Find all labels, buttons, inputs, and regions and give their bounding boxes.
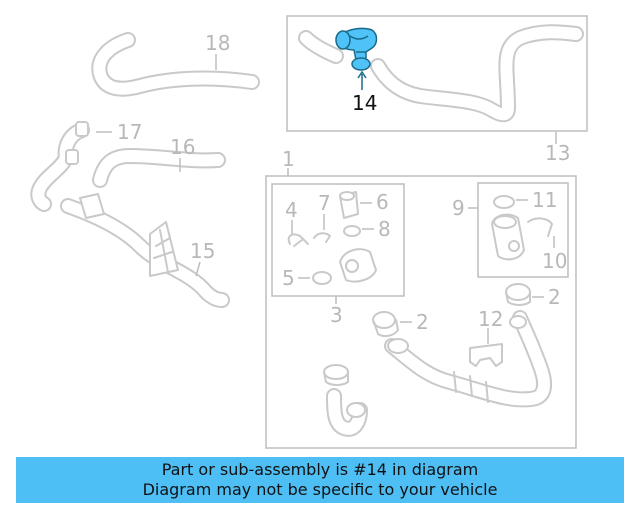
- assembly-1-box: 1: [265, 147, 577, 449]
- callout-16: 16: [170, 135, 195, 159]
- callout-13: 13: [545, 141, 570, 165]
- callout-15: 15: [190, 239, 215, 263]
- part-15-pipe: 15: [60, 193, 230, 308]
- callout-17: 17: [117, 120, 142, 144]
- part-elbow-hose: [323, 364, 368, 437]
- callout-14: 14: [352, 91, 377, 115]
- info-banner: Part or sub-assembly is #14 in diagram D…: [16, 457, 624, 503]
- callout-2-left: 2: [416, 310, 429, 334]
- callout-11: 11: [532, 188, 557, 212]
- callout-2-right: 2: [548, 285, 561, 309]
- callout-9: 9: [452, 196, 465, 220]
- banner-line-1: Part or sub-assembly is #14 in diagram: [161, 460, 479, 479]
- subassembly-9-box: 9 11 10: [452, 182, 569, 278]
- callout-5: 5: [282, 266, 295, 290]
- callout-10: 10: [542, 249, 567, 273]
- callout-7: 7: [318, 191, 331, 215]
- part-16-hose: 16: [92, 135, 226, 188]
- callout-3: 3: [330, 303, 343, 327]
- group-13-box: 13: [286, 15, 588, 165]
- callout-18: 18: [205, 31, 230, 55]
- part-17-hose: 17: [30, 120, 142, 212]
- part-14-fitting: 14: [335, 27, 377, 115]
- callout-8: 8: [378, 217, 391, 241]
- part-18-hose: 18: [91, 31, 260, 97]
- part-lower-hose: [384, 310, 553, 408]
- part-12-bracket: 12: [469, 307, 503, 367]
- callout-6: 6: [376, 190, 389, 214]
- callout-12: 12: [478, 307, 503, 331]
- part-2-clamp-right: 2: [505, 283, 561, 309]
- part-2-clamp-left: 2: [372, 310, 429, 338]
- subassembly-3-box: 3 4 7 6 8 5: [271, 183, 405, 327]
- callout-1: 1: [282, 147, 295, 171]
- banner-line-2: Diagram may not be specific to your vehi…: [142, 480, 498, 499]
- callout-4: 4: [285, 198, 298, 222]
